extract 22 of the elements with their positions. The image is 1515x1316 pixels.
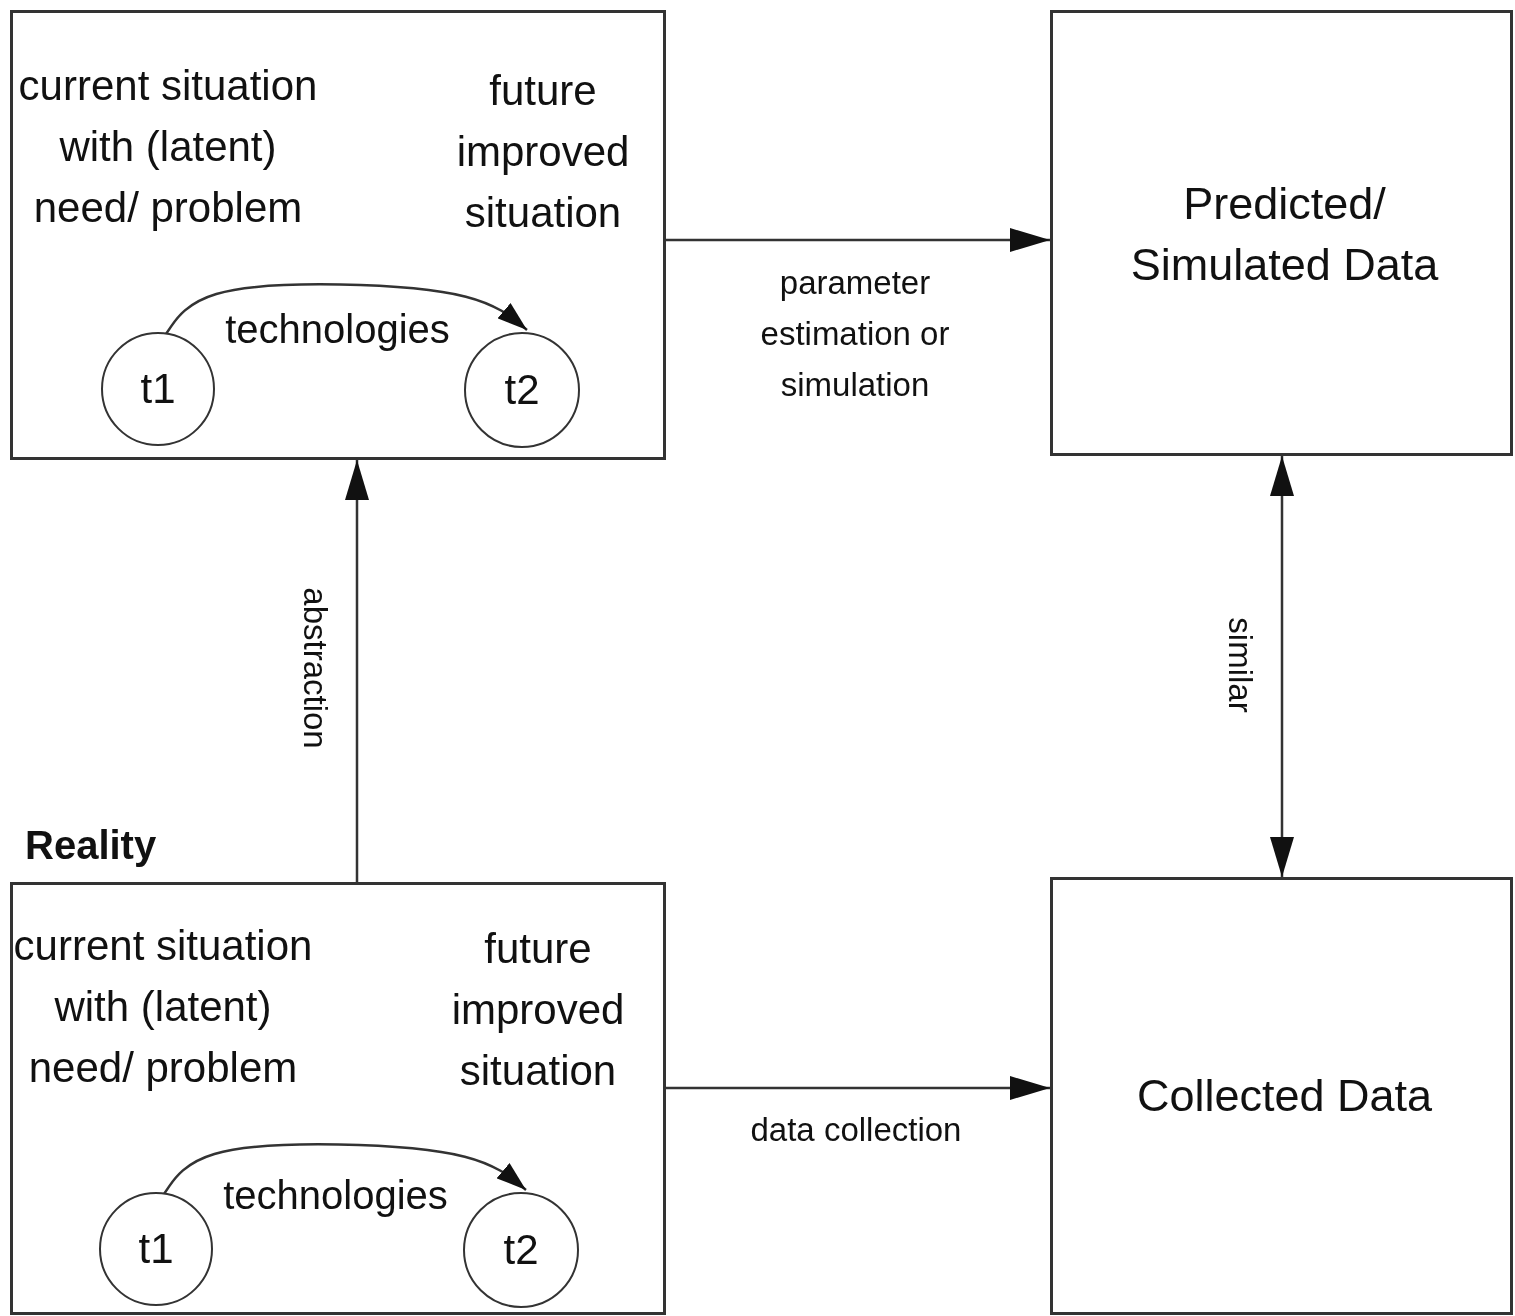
arrow bbox=[666, 228, 1050, 252]
time-label: t1 bbox=[138, 1225, 174, 1273]
edge-label: technologies bbox=[224, 306, 451, 352]
time-label: t1 bbox=[140, 365, 176, 413]
arrow bbox=[164, 283, 528, 335]
time-label: t2 bbox=[504, 366, 540, 414]
box-text: future improved situation bbox=[455, 66, 631, 238]
edge-label: technologies bbox=[222, 1172, 449, 1218]
arrow bbox=[345, 460, 369, 882]
data-box bbox=[1050, 877, 1513, 1315]
model-box bbox=[10, 10, 666, 460]
box-text: Collected Data bbox=[1135, 1069, 1434, 1123]
data-box bbox=[1050, 10, 1513, 456]
arrow bbox=[1270, 456, 1294, 877]
time-label: t2 bbox=[503, 1226, 539, 1274]
box-text: Predicted/ Simulated Data bbox=[1129, 177, 1440, 292]
section-heading: Reality bbox=[25, 822, 158, 869]
arrow bbox=[666, 1076, 1050, 1100]
box-text: current situation with (latent) need/ problem bbox=[13, 921, 313, 1093]
box-text: current situation with (latent) need/ problem bbox=[18, 61, 318, 233]
arrow bbox=[162, 1143, 527, 1195]
box-text: future improved situation bbox=[450, 924, 626, 1096]
